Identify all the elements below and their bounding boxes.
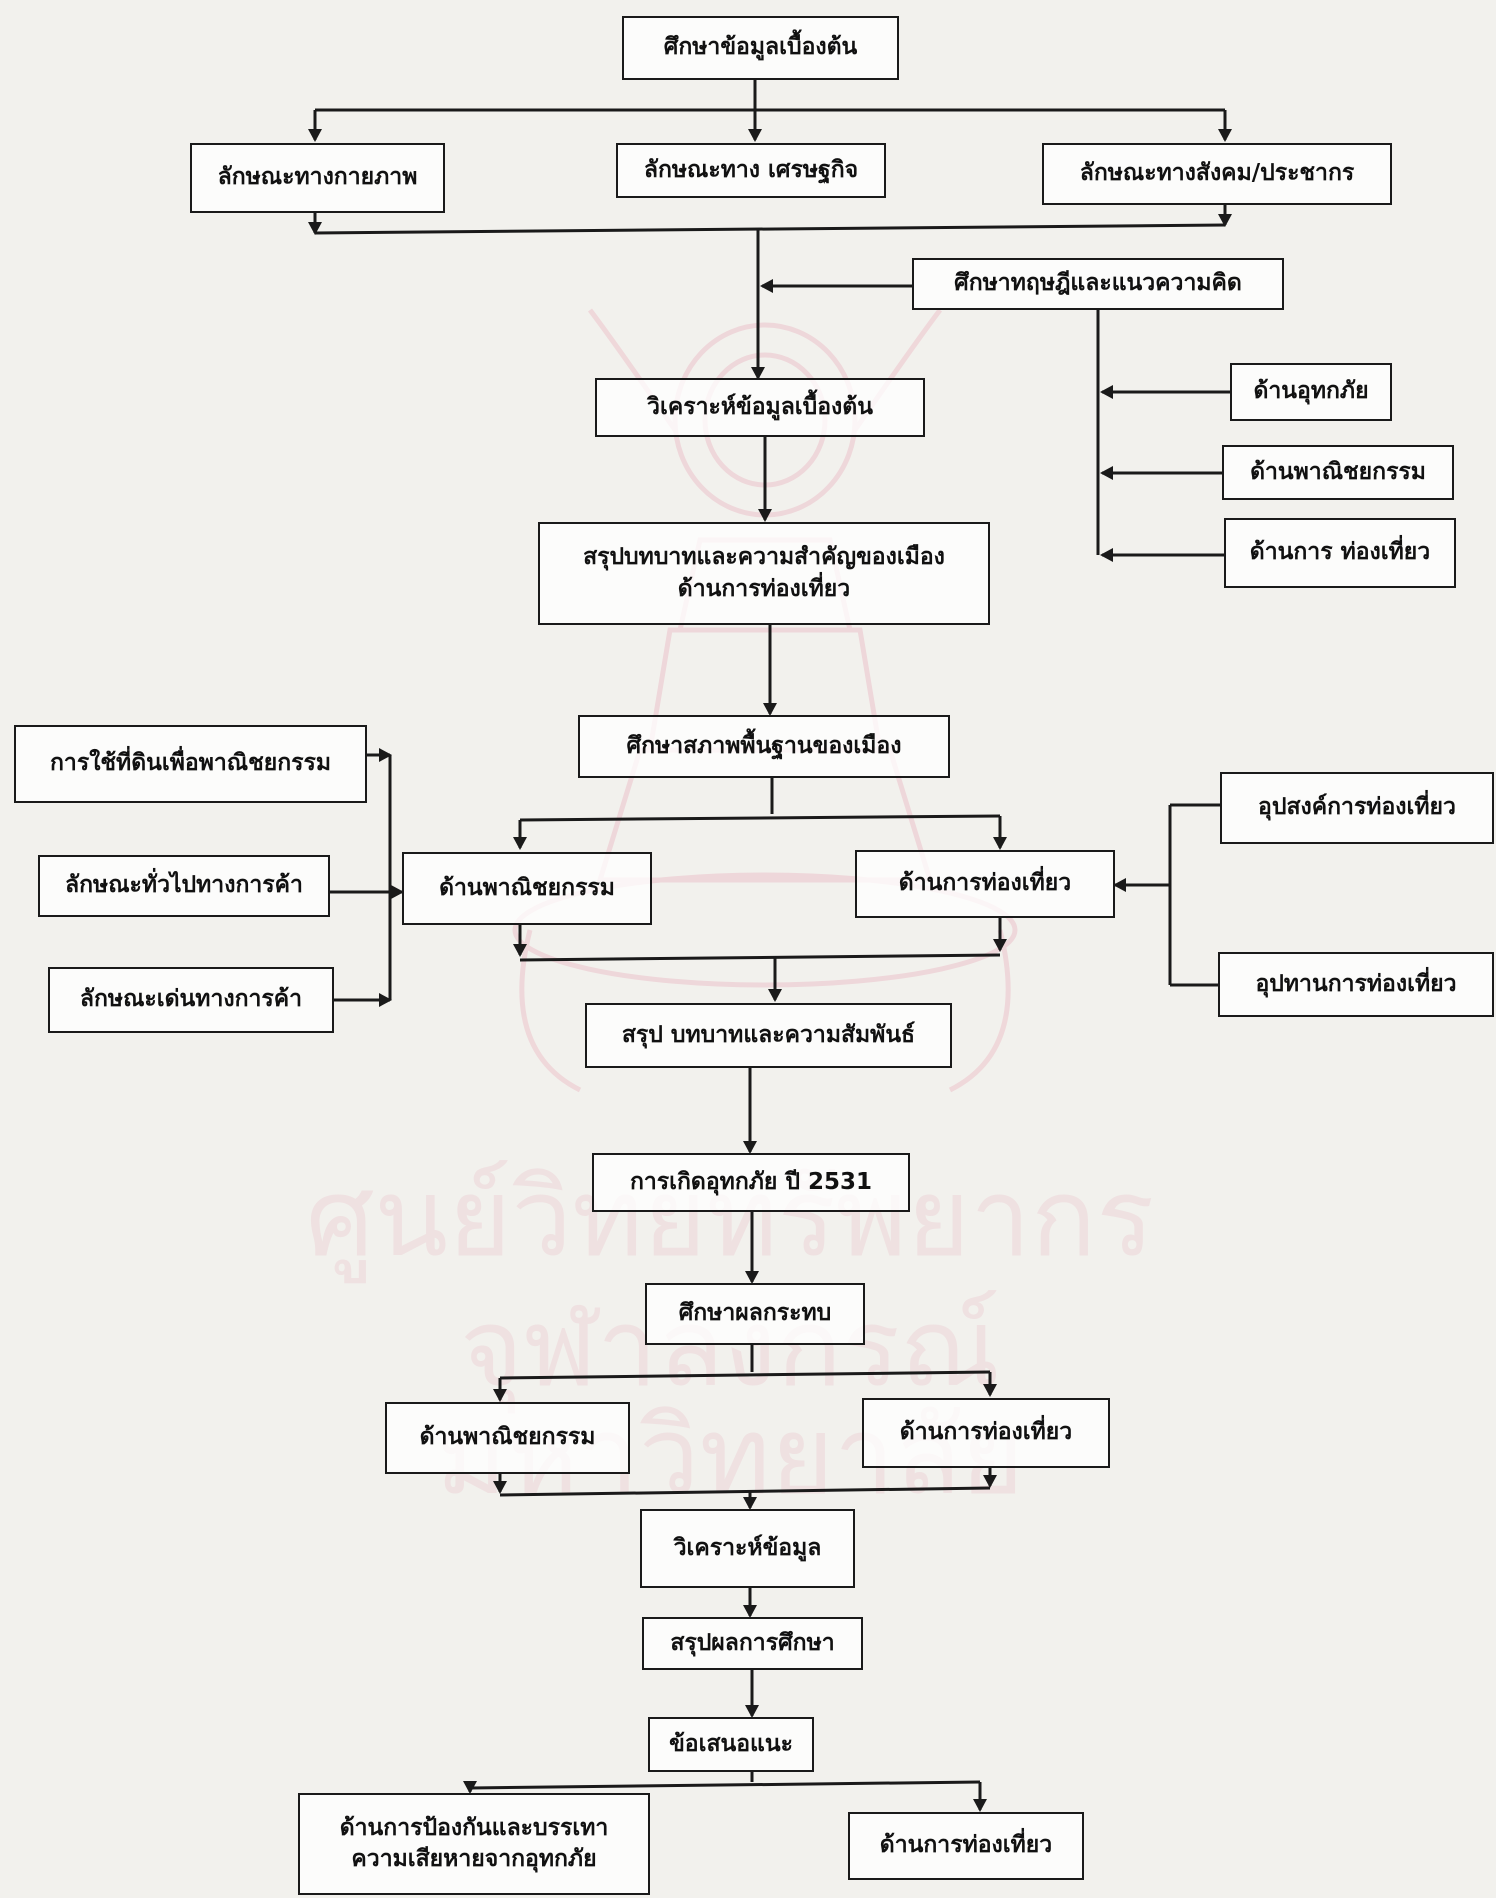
box-tourism: ด้านการท่องเที่ยว <box>855 850 1115 918</box>
box-impact-commerce: ด้านพาณิชยกรรม <box>385 1402 630 1474</box>
box-city-base-study: ศึกษาสภาพพื้นฐานของเมือง <box>578 715 950 778</box>
box-social-population: ลักษณะทางสังคม/ประชากร <box>1042 143 1392 205</box>
box-impact-study: ศึกษาผลกระทบ <box>645 1283 865 1345</box>
box-commercial-land-use: การใช้ที่ดินเพื่อพาณิชยกรรม <box>14 725 367 803</box>
box-trade-highlights: ลักษณะเด่นทางการค้า <box>48 967 334 1033</box>
box-theory: ศึกษาทฤษฎีและแนวความคิด <box>912 258 1284 310</box>
box-tourism-demand: อุปสงค์การท่องเที่ยว <box>1220 772 1494 844</box>
box-theory-tourism: ด้านการ ท่องเที่ยว <box>1224 518 1456 588</box>
box-data-analysis: วิเคราะห์ข้อมูล <box>640 1509 855 1588</box>
box-economic: ลักษณะทาง เศรษฐกิจ <box>616 143 886 198</box>
box-preliminary-analysis: วิเคราะห์ข้อมูลเบื้องต้น <box>595 378 925 437</box>
box-general-trade: ลักษณะทั่วไปทางการค้า <box>38 855 330 917</box>
box-recommendations: ข้อเสนอแนะ <box>648 1717 814 1772</box>
box-flood-prevention: ด้านการป้องกันและบรรเทา ความเสียหายจากอุ… <box>298 1793 650 1895</box>
box-study-conclusion: สรุปผลการศึกษา <box>642 1617 863 1670</box>
box-flood-2531: การเกิดอุทกภัย ปี 2531 <box>592 1153 910 1212</box>
box-theory-flood: ด้านอุทกภัย <box>1230 363 1392 421</box>
box-theory-commerce: ด้านพาณิชยกรรม <box>1222 445 1454 500</box>
box-tourism-supply: อุปทานการท่องเที่ยว <box>1218 952 1494 1017</box>
box-physical: ลักษณะทางกายภาพ <box>190 143 445 213</box>
box-impact-tourism: ด้านการท่องเที่ยว <box>862 1398 1110 1468</box>
box-role-summary: สรุปบทบาทและความสำคัญของเมือง ด้านการท่อ… <box>538 522 990 625</box>
box-preliminary-study: ศึกษาข้อมูลเบื้องต้น <box>622 16 899 80</box>
box-commerce: ด้านพาณิชยกรรม <box>402 852 652 925</box>
box-role-relationship: สรุป บทบาทและความสัมพันธ์ <box>585 1003 952 1068</box>
box-final-tourism: ด้านการท่องเที่ยว <box>848 1812 1084 1880</box>
